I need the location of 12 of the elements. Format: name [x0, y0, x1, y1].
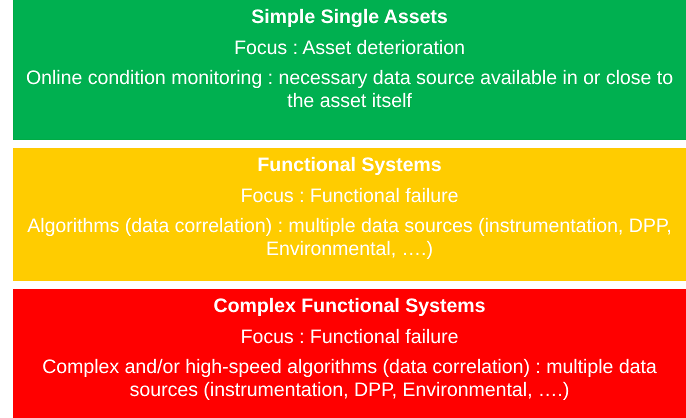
band-heading: Complex Functional Systems	[212, 295, 486, 318]
focus-text: Focus : Functional failure	[240, 326, 460, 349]
band-heading: Functional Systems	[256, 154, 443, 177]
band-heading: Simple Single Assets	[250, 6, 449, 29]
focus-text: Focus : Functional failure	[240, 185, 460, 208]
category-band	[13, 289, 686, 418]
description-text: Complex and/or high-speed algorithms (data correlation) : multiple data sources (instrumentation, DPP, Environmental, ….)	[41, 356, 658, 402]
description-text: Online condition monitoring : necessary data source available in or close to the asset itself	[24, 67, 674, 113]
focus-text: Focus : Asset deterioration	[233, 37, 466, 60]
description-text: Algorithms (data correlation) : multiple data sources (instrumentation, DPP, Environmental, ….)	[26, 215, 673, 261]
category-band	[13, 148, 686, 281]
category-band	[13, 0, 686, 140]
